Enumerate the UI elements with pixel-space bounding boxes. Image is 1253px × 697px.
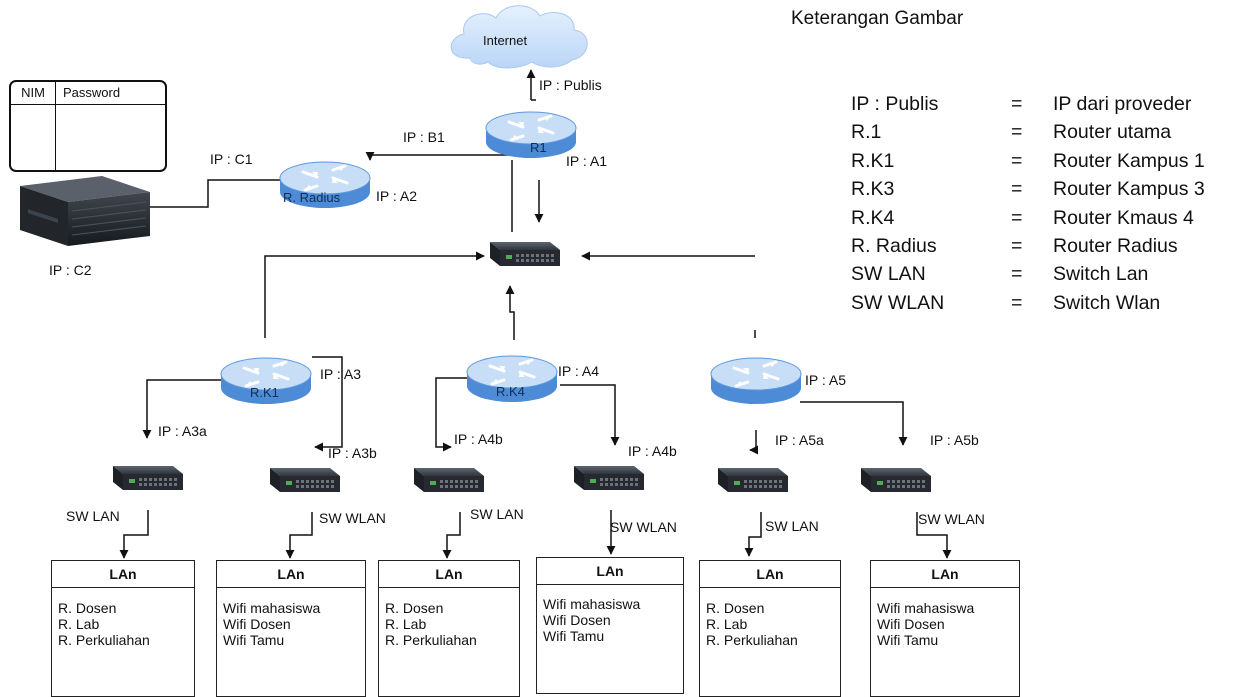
legend-value: Switch Lan [1053,263,1149,286]
lan-item: R. Dosen [58,600,117,616]
legend-key: R.K3 [851,178,895,201]
switch-label-5: SW LAN [765,518,819,534]
legend-key: SW LAN [851,263,926,286]
lan-item: R. Perkuliahan [58,632,150,648]
legend-eq: = [1011,149,1023,172]
legend-key: R.K4 [851,206,895,229]
table-column-divider [55,82,56,170]
legend-value: Router Kampus 1 [1053,149,1205,172]
legend-eq: = [1011,121,1023,144]
router-r1-label: R1 [530,140,547,155]
legend-value: Switch Wlan [1053,291,1161,314]
ip-a3-label: IP : A3 [320,366,361,382]
ip-b1-label: IP : B1 [403,129,445,145]
core-switch-icon [490,242,560,266]
lan-box-5: LAn R. Dosen R. Lab R. Perkuliahan [699,560,841,697]
switch-label-4: SW WLAN [610,519,677,535]
router-rk5-icon [709,356,803,406]
legend-value: Router utama [1053,121,1172,144]
nim-header: NIM [21,85,45,100]
lan-item: R. Dosen [706,600,765,616]
lan-item: Wifi Tamu [543,628,605,644]
legend-eq: = [1011,291,1023,314]
lan-box-6: LAn Wifi mahasiswa Wifi Dosen Wifi Tamu [870,560,1020,697]
lan-box-title: LAn [537,558,683,585]
radius-server-icon [20,176,150,246]
lan-box-3: LAn R. Dosen R. Lab R. Perkuliahan [378,560,520,697]
legend-value: IP dari proveder [1053,93,1192,115]
legend-eq: = [1011,206,1023,229]
connection-lines [119,69,952,559]
router-radius-label: R. Radius [283,190,341,205]
lan-box-title: LAn [871,561,1019,588]
legend-eq: = [1011,234,1023,257]
switch-label-3: SW LAN [470,506,524,522]
switch-wlan-2-icon [270,468,340,492]
switch-lan-3-icon [414,468,484,492]
legend-value: Router Radius [1053,234,1178,257]
switch-wlan-6-icon [861,468,931,492]
ip-c2-label: IP : C2 [49,262,92,278]
switch-label-2: SW WLAN [319,510,386,526]
legend-eq: = [1011,263,1023,286]
ip-a1-label: IP : A1 [566,153,607,169]
credentials-table: NIM Password [9,80,167,172]
lan-item: Wifi Tamu [877,632,939,648]
ip-a4b-label-2: IP : A4b [628,443,677,459]
ip-a5a-label: IP : A5a [775,432,824,448]
lan-box-title: LAn [217,561,365,588]
lan-item: R. Perkuliahan [385,632,477,648]
legend-key: R.K1 [851,149,895,172]
legend-key: R.1 [851,121,882,144]
lan-box-title: LAn [52,561,194,588]
lan-item: Wifi mahasiswa [543,596,641,612]
lan-item: Wifi mahasiswa [223,600,321,616]
ip-a3a-label: IP : A3a [158,423,207,439]
legend-eq: = [1011,93,1023,115]
lan-item: R. Lab [706,616,748,632]
lan-item: Wifi mahasiswa [877,600,975,616]
ip-a2-label: IP : A2 [376,188,417,204]
ip-c1-label: IP : C1 [210,151,253,167]
ip-a4b-label-1: IP : A4b [454,431,503,447]
internet-label: Internet [483,33,528,48]
legend-key: SW WLAN [851,291,945,314]
lan-item: R. Dosen [385,600,444,616]
lan-item: Wifi Dosen [543,612,611,628]
switch-lan-5-icon [718,468,788,492]
legend-key: IP : Publis [851,93,939,115]
lan-item: Wifi Tamu [223,632,285,648]
internet-cloud-icon [450,5,588,69]
ip-publis-label: IP : Publis [539,77,602,93]
ip-a3b-label: IP : A3b [328,445,377,461]
legend-key: R. Radius [851,234,937,257]
table-header-divider [11,104,165,105]
lan-item: R. Lab [58,616,100,632]
lan-box-title: LAn [379,561,519,588]
lan-item: R. Lab [385,616,427,632]
ip-a5-label: IP : A5 [805,372,846,388]
lan-box-title: LAn [700,561,840,588]
router-rk4-label: R.K4 [496,384,525,399]
lan-item: Wifi Dosen [877,616,945,632]
legend-value: Router Kmaus 4 [1053,206,1194,229]
legend-value: Router Kampus 3 [1053,178,1205,201]
switch-label-1: SW LAN [66,508,120,524]
password-header: Password [63,85,121,100]
lan-item: R. Perkuliahan [706,632,798,648]
switch-label-6: SW WLAN [918,511,985,527]
lan-item: Wifi Dosen [223,616,291,632]
router-rk1-label: R.K1 [250,385,279,400]
switch-wlan-4-icon [574,466,644,490]
legend-title: Keterangan Gambar [791,8,964,29]
legend-eq: = [1011,178,1023,201]
lan-box-1: LAn R. Dosen R. Lab R. Perkuliahan [51,560,195,697]
lan-box-4: LAn Wifi mahasiswa Wifi Dosen Wifi Tamu [536,557,684,694]
lan-box-2: LAn Wifi mahasiswa Wifi Dosen Wifi Tamu [216,560,366,697]
switch-lan-1-icon [113,466,183,490]
ip-a5b-label: IP : A5b [930,432,979,448]
ip-a4-label: IP : A4 [558,363,599,379]
